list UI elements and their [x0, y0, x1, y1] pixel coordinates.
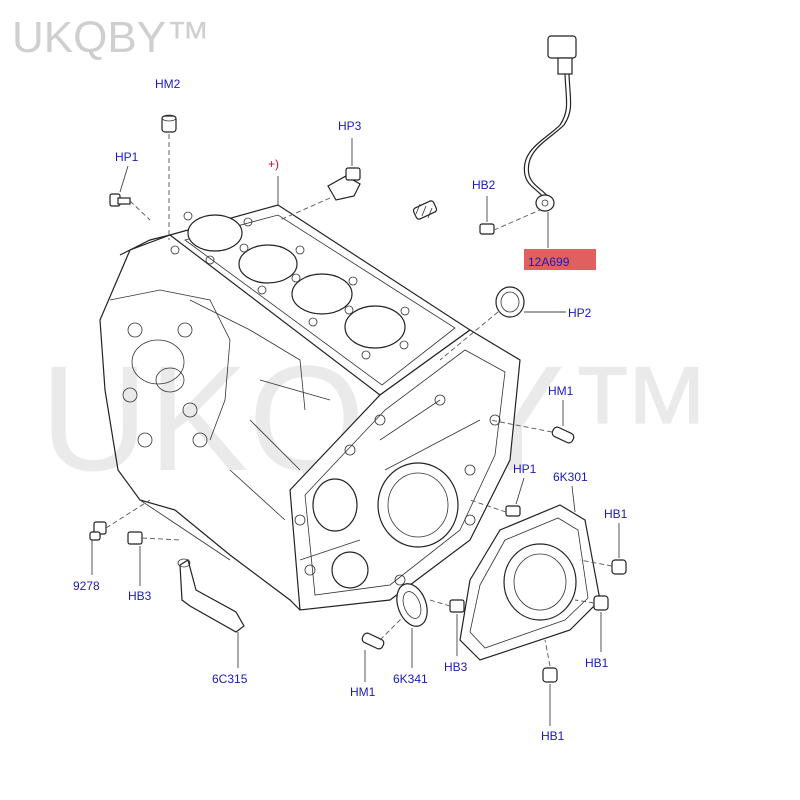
label-hp1-top: HP1 [115, 150, 139, 164]
bolt-hb1-a-icon [579, 523, 627, 575]
bolt-hb3-left-icon [127, 531, 181, 586]
label-hp2: HP2 [568, 306, 592, 320]
dowel-hm1-right-icon [489, 400, 575, 444]
corner-watermark: UKQBY™ [12, 13, 210, 62]
plug-hp3-icon [279, 138, 361, 221]
rear-seal-carrier-icon [459, 485, 601, 661]
dowel-hm1-bottom-icon [361, 599, 421, 682]
label-hb3-left: HB3 [128, 589, 152, 603]
label-12a699: 12A699 [528, 255, 570, 269]
label-6k341: 6K341 [393, 672, 428, 686]
label-hm2: HM2 [155, 77, 181, 91]
bolt-hb3-bottom-icon [429, 599, 465, 656]
bolt-hb1-b-icon [574, 595, 609, 652]
highlight-box-12a699 [524, 249, 596, 270]
seal-6k341-icon [396, 583, 428, 668]
oil-pipe-6c315-icon [177, 558, 245, 668]
label-hb3-bottom: HB3 [444, 660, 468, 674]
label-6k301: 6K301 [553, 470, 588, 484]
label-hm1-bottom: HM1 [350, 685, 376, 699]
label-hb1-c: HB1 [541, 729, 565, 743]
assembly-marker: +) [268, 157, 279, 171]
plug-hp2-icon [439, 286, 566, 361]
label-6c315: 6C315 [212, 672, 248, 686]
knock-sensor-icon [523, 35, 577, 248]
engine-block [99, 204, 521, 611]
bolt-hb1-c-icon [542, 639, 558, 726]
sensor-9278-icon [89, 499, 151, 575]
bolt-hb2-icon [479, 196, 541, 235]
label-hm1-right: HM1 [548, 384, 574, 398]
label-hb2: HB2 [472, 178, 496, 192]
label-hp3: HP3 [338, 119, 362, 133]
plug-hp1-top-icon [109, 165, 151, 221]
dowel-hm2-icon [161, 114, 177, 240]
plug-hp1-right-icon [469, 477, 525, 517]
label-hp1-right: HP1 [513, 462, 537, 476]
label-9278: 9278 [73, 579, 100, 593]
label-hb1-a: HB1 [604, 507, 628, 521]
threaded-insert-icon [412, 200, 438, 220]
label-hb1-b: HB1 [585, 656, 609, 670]
